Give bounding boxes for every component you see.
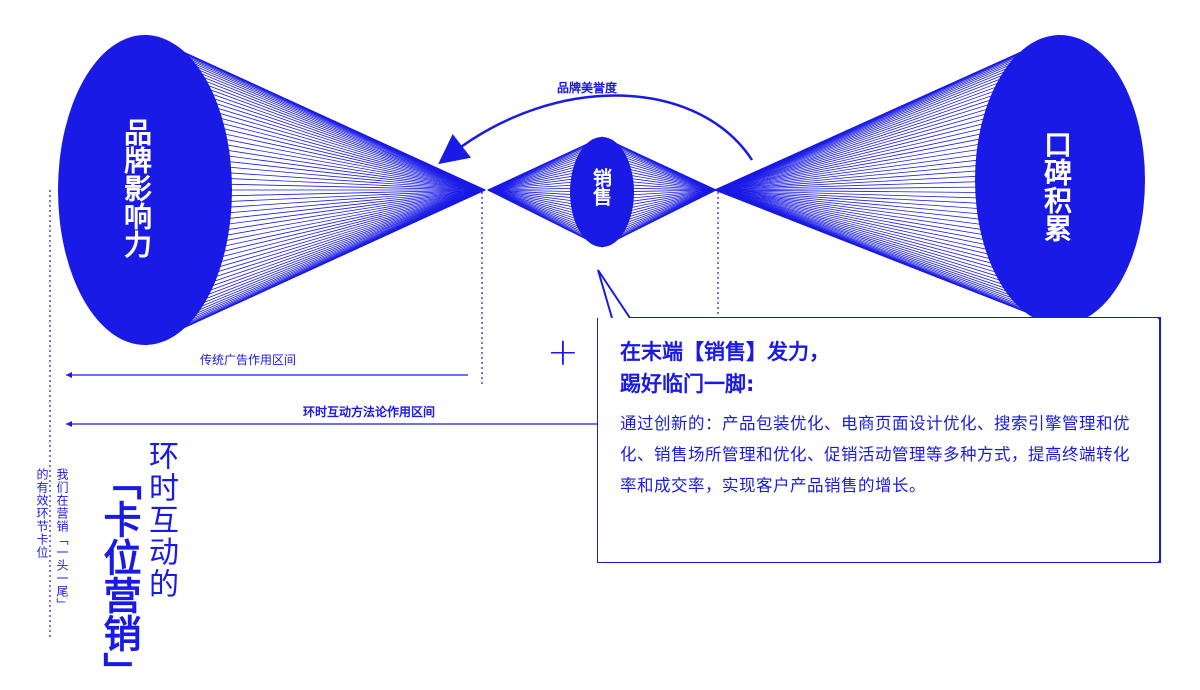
sales-callout: 在末端【销售】发力， 踢好临门一脚: 通过创新的：产品包装优化、电商页面设计优化… [598,318,1158,562]
vertical-note-col1: 我们在营销「一头一尾」 [55,468,69,611]
callout-title-line2: 踢好临门一脚: [620,372,755,396]
brand-influence-label: 品牌影响力 [120,118,153,258]
brand-influence-cone [58,34,486,346]
sales-cone [487,136,717,248]
callout-title-line1: 在末端【销售】发力， [620,340,830,364]
word-of-mouth-cone [714,34,1145,326]
loop-range-arrowhead [66,421,72,427]
plus-sign: + [547,330,579,374]
traditional-range-arrowhead [66,372,72,378]
reputation-arc-label: 品牌美誉度 [557,81,618,95]
reputation-arc-arrow [438,94,754,165]
callout-body: 通过创新的：产品包装优化、电商页面设计优化、搜索引擎管理和优化、销售场所管理和优… [620,414,1130,495]
loop-range-label: 环时互动方法论作用区间 [303,405,436,419]
word-of-mouth-label: 口碑积累 [1040,130,1073,242]
vertical-bold-title: 「卡位营销」 [97,462,141,690]
traditional-range-label: 传统广告作用区间 [200,353,297,367]
vertical-title: 环时互动的 [143,440,178,600]
vertical-note-col2: 的有效环节卡位 [35,468,49,559]
sales-label: 销售 [590,168,612,206]
